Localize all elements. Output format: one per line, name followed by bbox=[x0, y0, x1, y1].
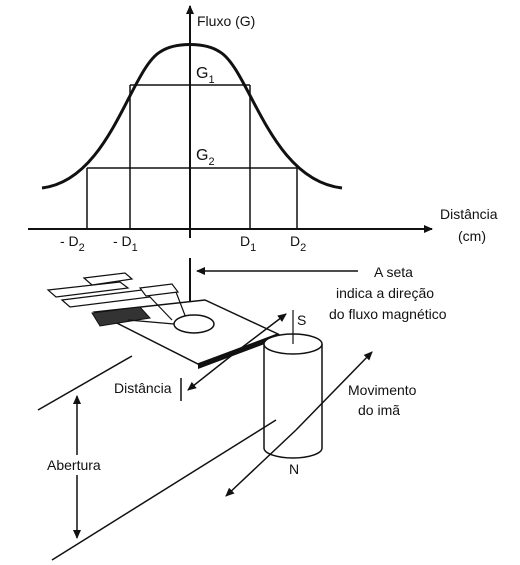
note-line-2: indica a direção bbox=[336, 285, 434, 301]
hall-sensor bbox=[46, 272, 280, 369]
gaussian-curve bbox=[41, 43, 343, 190]
motion-label-1: Movimento bbox=[348, 382, 417, 398]
level-g1-label: G1 bbox=[196, 65, 215, 86]
sensor-board-edge bbox=[198, 334, 278, 369]
level-g2-label: G2 bbox=[196, 147, 215, 168]
distance-arrow-a bbox=[235, 313, 287, 353]
magnet-body bbox=[264, 344, 322, 448]
tick-d1: D1 bbox=[240, 233, 256, 254]
x-axis-label: Distância bbox=[440, 206, 498, 222]
motion-arrow-up bbox=[295, 351, 373, 431]
trace-3 bbox=[127, 319, 175, 325]
opening-label: Abertura bbox=[47, 457, 101, 473]
flux-graph: Fluxo (G) G1 G2 - D2 - D1 D1 D2 Distânci… bbox=[28, 5, 498, 254]
slot-edge-upper bbox=[37, 355, 133, 411]
motion-arrow-down bbox=[225, 429, 297, 497]
sensor-contact-strip bbox=[91, 306, 151, 327]
tick-minus-d2: - D2 bbox=[60, 233, 85, 254]
y-axis-label: Fluxo (G) bbox=[197, 13, 255, 29]
north-pole-label: N bbox=[289, 461, 299, 477]
note-line-3: do fluxo magnético bbox=[329, 306, 447, 322]
setup-illustration: A seta indica a direção do fluxo magnéti… bbox=[37, 258, 447, 561]
tick-d2: D2 bbox=[290, 233, 306, 254]
note-line-1: A seta bbox=[374, 264, 413, 280]
motion-label-2: do imã bbox=[358, 402, 400, 418]
magnet-cylinder bbox=[263, 310, 323, 459]
x-axis-unit: (cm) bbox=[458, 228, 486, 244]
distance-label: Distância bbox=[114, 380, 172, 396]
magnet-bottom-edge bbox=[263, 447, 323, 459]
opening-label-bg bbox=[44, 455, 114, 475]
slot-edge-lower bbox=[51, 419, 277, 561]
lead-3 bbox=[82, 272, 134, 286]
distance-arrow-b bbox=[187, 351, 237, 391]
sensor-element bbox=[173, 314, 215, 334]
lead-4 bbox=[138, 283, 180, 297]
south-pole-label: S bbox=[297, 312, 306, 328]
trace-1 bbox=[149, 296, 173, 321]
trace-2 bbox=[175, 291, 187, 319]
tick-minus-d1: - D1 bbox=[113, 233, 138, 254]
